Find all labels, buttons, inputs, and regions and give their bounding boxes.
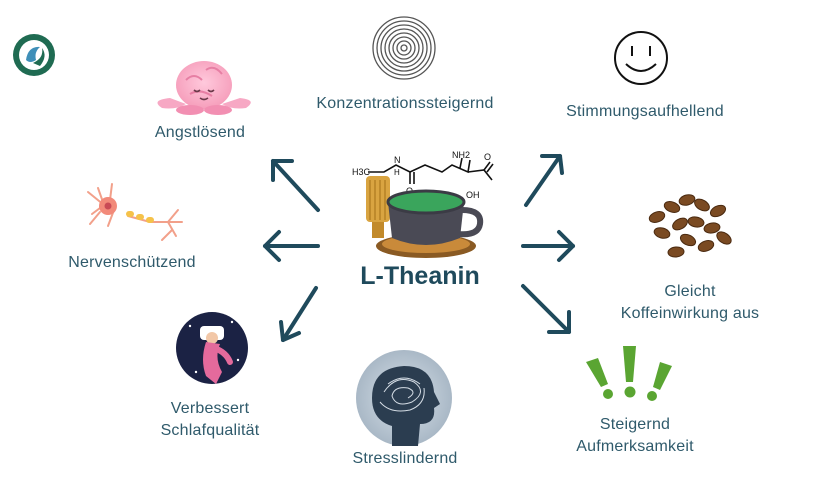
label-alertness: Steigernd Aufmerksamkeit [560, 414, 710, 458]
molecule-label-o1: O [484, 152, 491, 162]
label-caffeine-line1: Gleicht [664, 283, 716, 300]
arrow-to-sleep [279, 286, 318, 342]
smiley-icon [614, 31, 668, 85]
label-concentration: Konzentrationssteigernd [316, 95, 494, 112]
exclamation-marks-icon [586, 346, 672, 401]
arrow-to-anxiety [271, 159, 320, 212]
coffee-beans-icon [648, 194, 732, 258]
label-sleep: Verbessert Schlafqualität [140, 398, 280, 442]
label-anxiety: Angstlösend [154, 124, 246, 141]
molecule-label-h: H [394, 168, 400, 177]
head-scribble-icon [356, 350, 452, 446]
label-sleep-line2: Schlafqualität [160, 422, 260, 439]
molecule-label-h3c: H3C [352, 167, 371, 177]
neuron-icon [87, 183, 183, 241]
logo-icon [13, 34, 55, 76]
calm-brain-icon [157, 61, 251, 115]
label-alertness-line1: Steigernd [599, 416, 671, 433]
label-caffeine-line2: Koffeinwirkung aus [620, 305, 760, 322]
center-title: L-Theanin [360, 262, 480, 290]
molecule-label-n: N [394, 155, 401, 165]
label-sleep-line1: Verbessert [170, 400, 250, 417]
matcha-cup-icon [376, 189, 484, 258]
label-neuro: Nervenschützend [68, 254, 196, 271]
arrow-to-mood [524, 154, 564, 207]
label-stress: Stresslindernd [352, 450, 458, 467]
label-caffeine: Gleicht Koffeinwirkung aus [600, 281, 780, 325]
molecule-label-nh2: NH2 [452, 150, 470, 160]
matcha-whisk-icon [366, 176, 390, 238]
arrow-to-neuro [263, 230, 320, 262]
arrow-to-caffeine [521, 230, 575, 262]
concentric-circles-icon [372, 16, 436, 80]
label-alertness-line2: Aufmerksamkeit [576, 438, 694, 455]
arrow-to-alertness [521, 284, 571, 334]
molecule-label-oh: OH [466, 190, 480, 200]
label-mood: Stimmungsaufhellend [566, 103, 724, 120]
sleeping-person-icon [176, 312, 248, 384]
